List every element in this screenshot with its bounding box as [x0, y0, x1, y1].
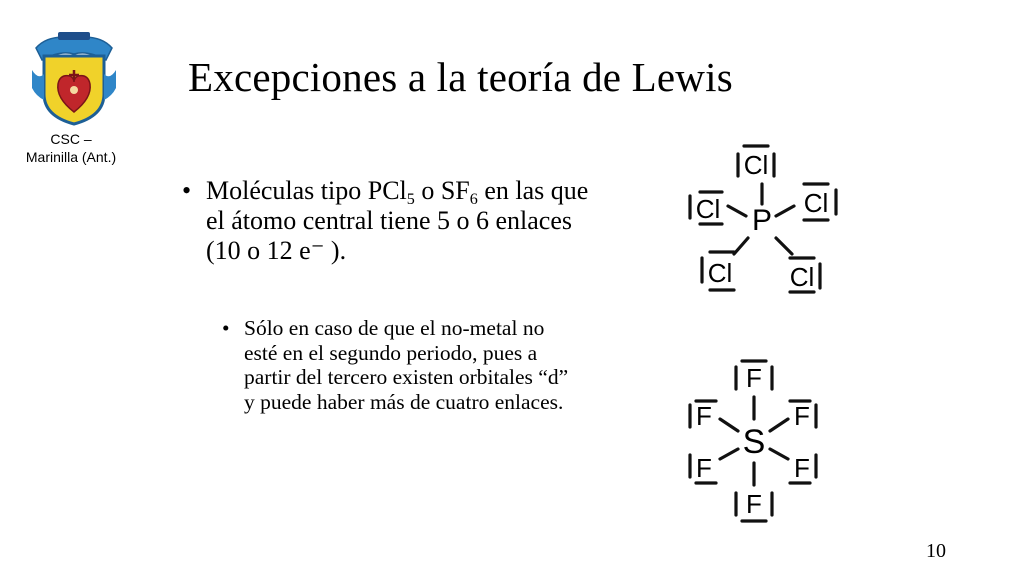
pcl5-central-atom: P	[752, 204, 772, 237]
bullet-main: • Moléculas tipo PCl5 o SF6 en las que e…	[182, 176, 602, 266]
logo-caption-line-1: CSC –	[50, 131, 92, 147]
school-crest-icon	[32, 32, 116, 126]
sf6-ligand-upper-right: F	[794, 401, 810, 431]
bullet-main-text: Moléculas tipo PCl5 o SF6 en las que el …	[206, 176, 602, 266]
pcl5-ligand-bottom-left: Cl	[708, 258, 733, 288]
bullet-main-before: Moléculas tipo PCl	[206, 176, 407, 205]
bullet-marker: •	[182, 176, 192, 205]
logo-caption-line-2: Marinilla (Ant.)	[25, 149, 117, 165]
pcl5-ligand-top: Cl	[744, 150, 769, 180]
sf6-ligand-top: F	[746, 363, 762, 393]
bullet-main-mid: o SF	[414, 176, 470, 205]
bullet-sub-text: Sólo en caso de que el no-metal no esté …	[244, 316, 569, 414]
slide-title: Excepciones a la teoría de Lewis	[188, 54, 733, 100]
sf6-ligand-lower-left: F	[696, 453, 712, 483]
logo-caption: CSC – Marinilla (Ant.)	[4, 130, 138, 166]
sf6-central-atom: S	[743, 423, 766, 461]
sf6-ligand-upper-left: F	[696, 401, 712, 431]
bullet-main-after: en las que el átomo central tiene 5 o 6 …	[206, 176, 589, 265]
pcl5-ligand-right: Cl	[804, 188, 829, 218]
sf6-lewis-structure: S F F F F F F	[688, 359, 818, 523]
bullet-sub: • Sólo en caso de que el no-metal no est…	[222, 316, 582, 414]
pcl5-subscript: 5	[406, 191, 415, 209]
page-number: 10	[926, 540, 946, 562]
sf6-ligand-lower-right: F	[794, 453, 810, 483]
sf6-subscript: 6	[469, 191, 478, 209]
pcl5-ligand-bottom-right: Cl	[790, 262, 815, 292]
pcl5-lewis-structure: P Cl Cl Cl Cl Cl	[688, 144, 838, 294]
sub-bullet-marker: •	[222, 316, 230, 340]
sf6-ligand-bottom: F	[746, 489, 762, 519]
pcl5-ligand-left: Cl	[696, 194, 721, 224]
